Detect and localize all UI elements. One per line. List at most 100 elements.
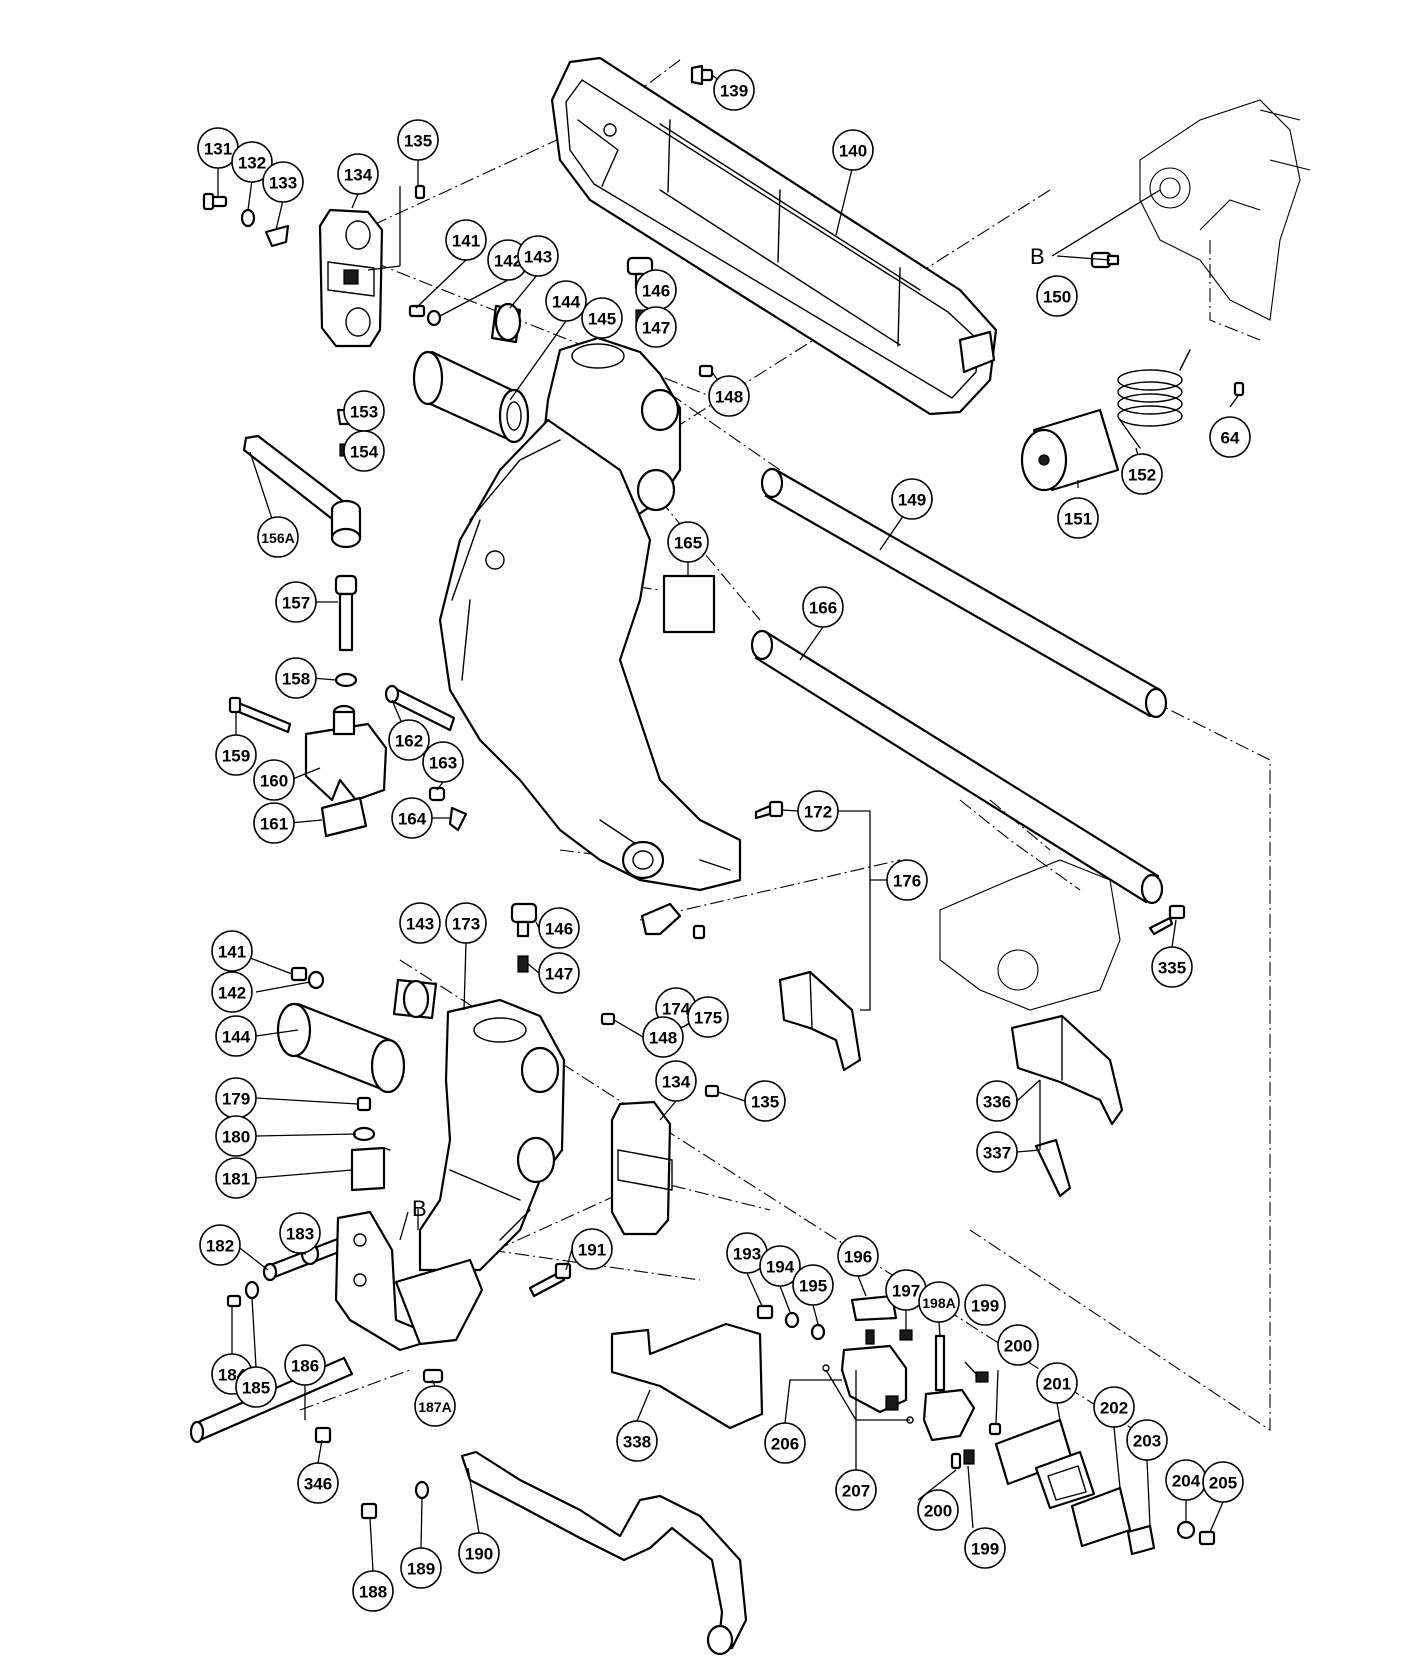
- callout-circle: [797, 790, 839, 832]
- callout-label: 141: [218, 943, 246, 962]
- callout-circle: [538, 907, 580, 949]
- callout-label: 338: [623, 1433, 651, 1452]
- callout-part-162: 162: [388, 719, 430, 761]
- callout-circle: [253, 759, 295, 801]
- callout-circle: [391, 797, 433, 839]
- callout-label: 165: [674, 534, 702, 553]
- callout-label: 186: [291, 1357, 319, 1376]
- callout-part-189: 189: [400, 1547, 442, 1589]
- callout-label: 161: [260, 815, 288, 834]
- callout-label: 206: [771, 1435, 799, 1454]
- callout-label: 174: [662, 1000, 691, 1019]
- callout-part-160: 160: [253, 759, 295, 801]
- callout-circle: [1121, 453, 1163, 495]
- callout-label: 336: [983, 1093, 1011, 1112]
- callout-circle: [545, 280, 587, 322]
- callout-label: 188: [359, 1583, 387, 1602]
- part-197-spring: [899, 1329, 913, 1341]
- callout-part-134: 134: [655, 1060, 697, 1102]
- callout-part-338: 338: [616, 1420, 658, 1462]
- part-198A-switch: [922, 1334, 976, 1442]
- callout-circle: [832, 129, 874, 171]
- callout-part-146: 146: [635, 269, 677, 311]
- callout-label: 156A: [261, 530, 294, 546]
- callout-part-336: 336: [976, 1080, 1018, 1122]
- callout-label: 200: [1004, 1337, 1032, 1356]
- callout-label: 147: [642, 319, 670, 338]
- part-195-ring: [810, 1323, 826, 1341]
- callout-label: 203: [1133, 1432, 1161, 1451]
- part-161-clip: [320, 796, 368, 838]
- callout-circle: [1036, 1362, 1078, 1404]
- callout-part-181: 181: [215, 1157, 257, 1199]
- callout-label: 146: [642, 282, 670, 301]
- part-200-screw: [950, 1422, 1002, 1470]
- callout-circle: [1093, 1386, 1135, 1428]
- part-135-set-screw: [414, 184, 426, 200]
- callout-label: 143: [406, 915, 434, 934]
- part-135-set-screw-lower: [704, 1084, 720, 1098]
- callout-circle: [279, 1212, 321, 1254]
- callout-part-143: 143: [517, 235, 559, 277]
- callout-part-182: 182: [199, 1224, 241, 1266]
- callout-label: 150: [1043, 288, 1071, 307]
- callout-label: 148: [715, 388, 743, 407]
- callout-part-143: 143: [399, 902, 441, 944]
- part-150-bolt: [1090, 251, 1120, 269]
- callout-part-142: 142: [487, 239, 529, 281]
- callout-part-140: 140: [832, 129, 874, 171]
- callout-circle: [667, 521, 709, 563]
- callout-part-145: 145: [581, 297, 623, 339]
- callout-label: 162: [395, 732, 423, 751]
- part-149-rod: [760, 467, 1168, 719]
- part-165-label: [662, 574, 716, 634]
- callout-label: 149: [898, 491, 926, 510]
- callout-label: 142: [494, 252, 522, 271]
- callout-circle: [964, 1527, 1006, 1569]
- callout-part-135: 135: [397, 119, 439, 161]
- callout-label: 64: [1221, 429, 1240, 448]
- part-196-pad: [850, 1294, 898, 1322]
- callout-circle: [388, 719, 430, 761]
- callout-part-64: 64: [1209, 416, 1251, 458]
- callout-circle: [275, 657, 317, 699]
- callout-circle: [422, 741, 464, 783]
- part-141-screw-lower: [290, 966, 308, 982]
- part-141-screw: [408, 304, 426, 318]
- callout-part-179: 179: [215, 1077, 257, 1119]
- callout-circle: [1057, 497, 1099, 539]
- callout-circle: [262, 161, 304, 203]
- callout-circle: [337, 153, 379, 195]
- callout-circle: [399, 902, 441, 944]
- callout-part-163: 163: [422, 741, 464, 783]
- callout-part-164: 164: [391, 797, 433, 839]
- part-148-set-screw-lower: [600, 1012, 616, 1026]
- part-176-cover: [778, 970, 862, 1072]
- callout-part-149: 149: [891, 478, 933, 520]
- part-205-screw: [1198, 1530, 1216, 1546]
- callout-label: 131: [204, 140, 232, 159]
- callout-circle: [1126, 1419, 1168, 1461]
- part-162-pin: [384, 684, 456, 732]
- callout-label: 151: [1064, 510, 1092, 529]
- callout-circle: [352, 1570, 394, 1612]
- callout-circle: [997, 1324, 1039, 1366]
- callout-label: 172: [804, 803, 832, 822]
- callout-label: 182: [206, 1237, 234, 1256]
- callout-label: 199: [971, 1297, 999, 1316]
- callout-circle: [616, 1420, 658, 1462]
- callout-label: 202: [1100, 1399, 1128, 1418]
- part-184-screw: [226, 1294, 242, 1308]
- callout-label: 135: [404, 132, 432, 151]
- motor-head-ghost: [1139, 99, 1311, 341]
- part-148-set-screw: [698, 364, 714, 378]
- part-134-hinge-block-lower: [610, 1100, 673, 1236]
- part-191-screw: [528, 1262, 572, 1298]
- callout-circle: [837, 1235, 879, 1277]
- callout-circle: [964, 1284, 1006, 1326]
- callout-part-166: 166: [802, 586, 844, 628]
- part-172-screw: [754, 800, 784, 820]
- callout-label: 180: [222, 1128, 250, 1147]
- callout-circle: [1151, 946, 1193, 988]
- callout-label: 190: [465, 1545, 493, 1564]
